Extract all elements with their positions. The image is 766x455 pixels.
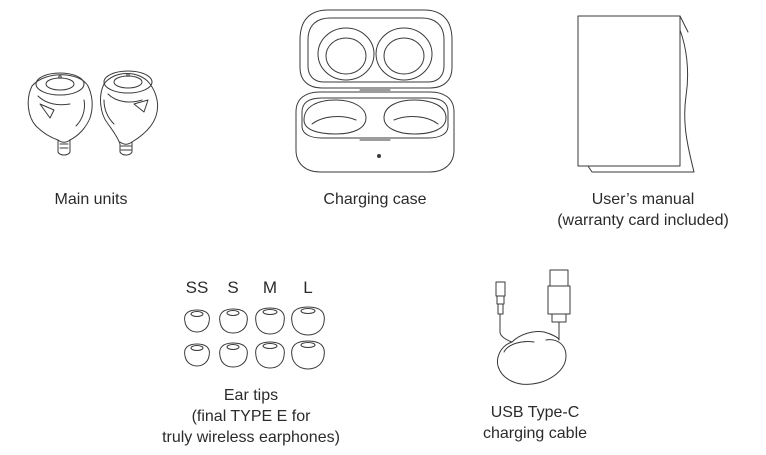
ear-tip-icon <box>219 308 248 334</box>
usb-cable-label: USB Type-C charging cable <box>460 402 610 444</box>
ear-tip-icon <box>255 341 285 369</box>
ear-tip-size-ss: SS <box>185 278 209 297</box>
ear-tips-icon <box>184 306 325 370</box>
ear-tips-line2: (final TYPE E for <box>191 408 311 425</box>
usb-cable-line1: USB Type-C <box>490 404 580 421</box>
usb-cable-line2: charging cable <box>482 425 588 442</box>
ear-tip-icon <box>291 306 325 336</box>
ear-tips-label: Ear tips (final TYPE E for truly wireles… <box>136 385 366 448</box>
ear-tip-size-l: L <box>303 278 313 297</box>
manual-icon <box>577 15 695 173</box>
users-manual-line2: (warranty card included) <box>557 212 729 229</box>
users-manual-line1: User’s manual <box>591 191 695 208</box>
ear-tip-icon <box>291 340 325 370</box>
charging-case-label: Charging case <box>323 191 427 208</box>
ear-tip-size-s: S <box>227 278 239 297</box>
ear-tip-size-m: M <box>262 278 278 297</box>
ear-tip-icon <box>219 342 248 368</box>
ear-tip-icon <box>184 309 210 333</box>
earbud-left-icon <box>27 72 93 156</box>
ear-tip-icon <box>184 343 210 367</box>
usb-cable-icon <box>495 269 571 385</box>
users-manual-label: User’s manual (warranty card included) <box>540 189 746 231</box>
ear-tips-line3: truly wireless earphones) <box>162 429 340 446</box>
main-units-label: Main units <box>54 191 128 208</box>
charging-case-icon <box>295 9 455 173</box>
ear-tip-icon <box>255 307 285 335</box>
ear-tips-line1: Ear tips <box>223 387 279 404</box>
earbud-right-icon <box>100 70 159 156</box>
